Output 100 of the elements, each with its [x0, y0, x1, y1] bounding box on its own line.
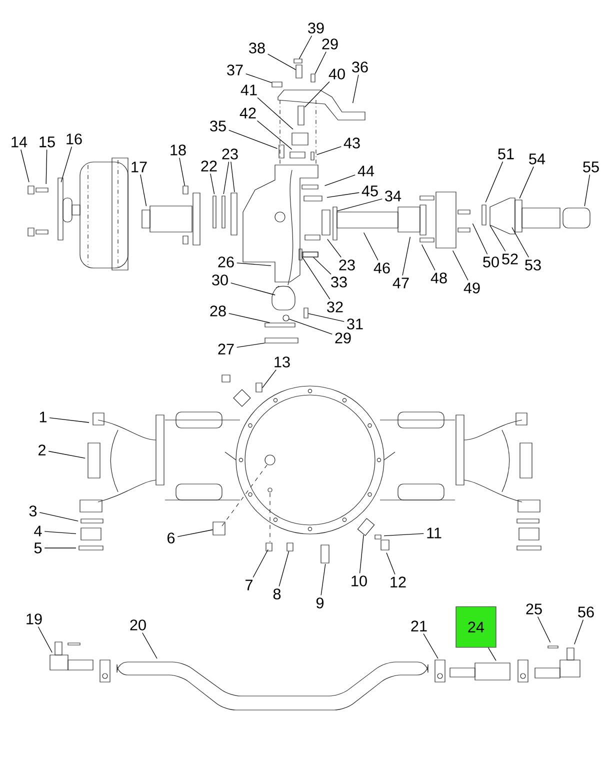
callout-number: 31: [347, 318, 363, 330]
leader-line: [230, 161, 235, 192]
callout-number: 13: [274, 356, 290, 368]
leader-line: [472, 223, 488, 255]
leader-line: [402, 236, 411, 276]
leader-line: [574, 619, 584, 645]
callout-number: 5: [34, 542, 42, 554]
callout-number: 9: [316, 598, 324, 608]
leader-line: [488, 647, 496, 661]
leader-line: [363, 232, 378, 261]
callout-number: 33: [331, 276, 347, 288]
part-block: [310, 74, 316, 82]
callout-number: 36: [352, 62, 368, 72]
leader-line: [44, 531, 76, 534]
part-block: [298, 248, 302, 260]
callout-number: 39: [308, 22, 324, 34]
callout-number: 29: [322, 38, 338, 50]
callout-number: 6: [168, 532, 175, 544]
callout-number: 41: [240, 84, 257, 96]
callout-number: 15: [40, 136, 55, 148]
part-block: [182, 186, 188, 194]
leader-line: [252, 549, 268, 578]
leader-line: [314, 51, 326, 74]
callout-number: 23: [339, 260, 355, 270]
callout-number: 1: [40, 412, 47, 422]
leader-line: [308, 313, 344, 322]
leader-line: [39, 512, 78, 522]
callout-number: 47: [392, 278, 409, 288]
callout-number: 12: [390, 576, 406, 588]
leader-line: [268, 54, 296, 70]
part-block: [294, 58, 302, 64]
leader-line: [336, 198, 382, 212]
callout-number: 20: [130, 620, 146, 630]
leader-line: [352, 74, 359, 104]
leader-line: [223, 161, 230, 194]
leader-line: [452, 250, 468, 281]
leader-line: [140, 174, 147, 206]
leader-line: [49, 417, 90, 423]
leader-line: [228, 313, 270, 324]
leader-line: [537, 616, 551, 643]
callout-number: 52: [502, 254, 518, 264]
callout-number: 42: [240, 108, 256, 118]
leader-line: [359, 534, 364, 574]
leader-line: [316, 146, 342, 156]
callout-number: 7: [246, 580, 252, 590]
part-block: [282, 314, 290, 322]
callout-number: 27: [218, 344, 234, 354]
callout-number: 21: [411, 620, 427, 632]
callout-number: 30: [212, 274, 228, 286]
highlight-box: 24: [456, 606, 496, 648]
part-block: [302, 252, 318, 258]
leader-line: [384, 533, 424, 536]
part-block: [286, 542, 294, 552]
part-block: [272, 82, 282, 88]
callout-number: 55: [583, 162, 599, 172]
callout-number: 45: [362, 186, 378, 196]
callout-number: 48: [430, 272, 447, 284]
leader-line: [48, 450, 86, 459]
leader-line: [421, 244, 436, 271]
leader-line: [298, 35, 312, 60]
leader-line: [519, 166, 534, 199]
part-block: [296, 64, 302, 78]
leader-line: [38, 626, 52, 653]
callout-number: 4: [34, 526, 42, 536]
leader-line: [228, 130, 278, 149]
callout-number: 19: [26, 614, 42, 624]
callout-number: 23: [222, 148, 238, 160]
callout-number: 54: [529, 154, 546, 164]
callout-number: 32: [327, 302, 343, 312]
callout-number: 26: [218, 256, 234, 268]
leader-line: [512, 227, 529, 258]
leader-line: [246, 73, 272, 84]
leader-line: [256, 120, 292, 150]
callout-number: 28: [210, 306, 226, 316]
callout-number: 35: [210, 120, 226, 132]
callout-number: 3: [29, 506, 37, 516]
callout-number: 16: [66, 134, 82, 144]
leader-line: [327, 238, 342, 258]
callout-number: 8: [273, 588, 281, 600]
callout-number: 53: [525, 260, 541, 270]
part-block: [304, 308, 308, 318]
leader-line: [262, 369, 276, 388]
leader-line: [20, 149, 30, 182]
callout-number: 56: [578, 606, 594, 618]
callout-number: 37: [227, 64, 243, 76]
leader-line: [236, 262, 272, 266]
callout-number: 10: [352, 576, 367, 586]
callout-number: 46: [374, 262, 390, 274]
callout-number: 22: [201, 160, 217, 172]
leader-line: [386, 552, 396, 575]
callout-number: 38: [249, 42, 265, 54]
leader-line: [46, 149, 48, 184]
callout-number: 44: [358, 166, 374, 176]
leader-line: [490, 225, 506, 252]
leader-line: [584, 174, 590, 206]
callout-number: 11: [427, 528, 442, 538]
leader-line: [324, 174, 356, 186]
callout-number: 51: [498, 148, 514, 160]
part-block: [264, 338, 298, 344]
leader-line: [179, 157, 186, 186]
